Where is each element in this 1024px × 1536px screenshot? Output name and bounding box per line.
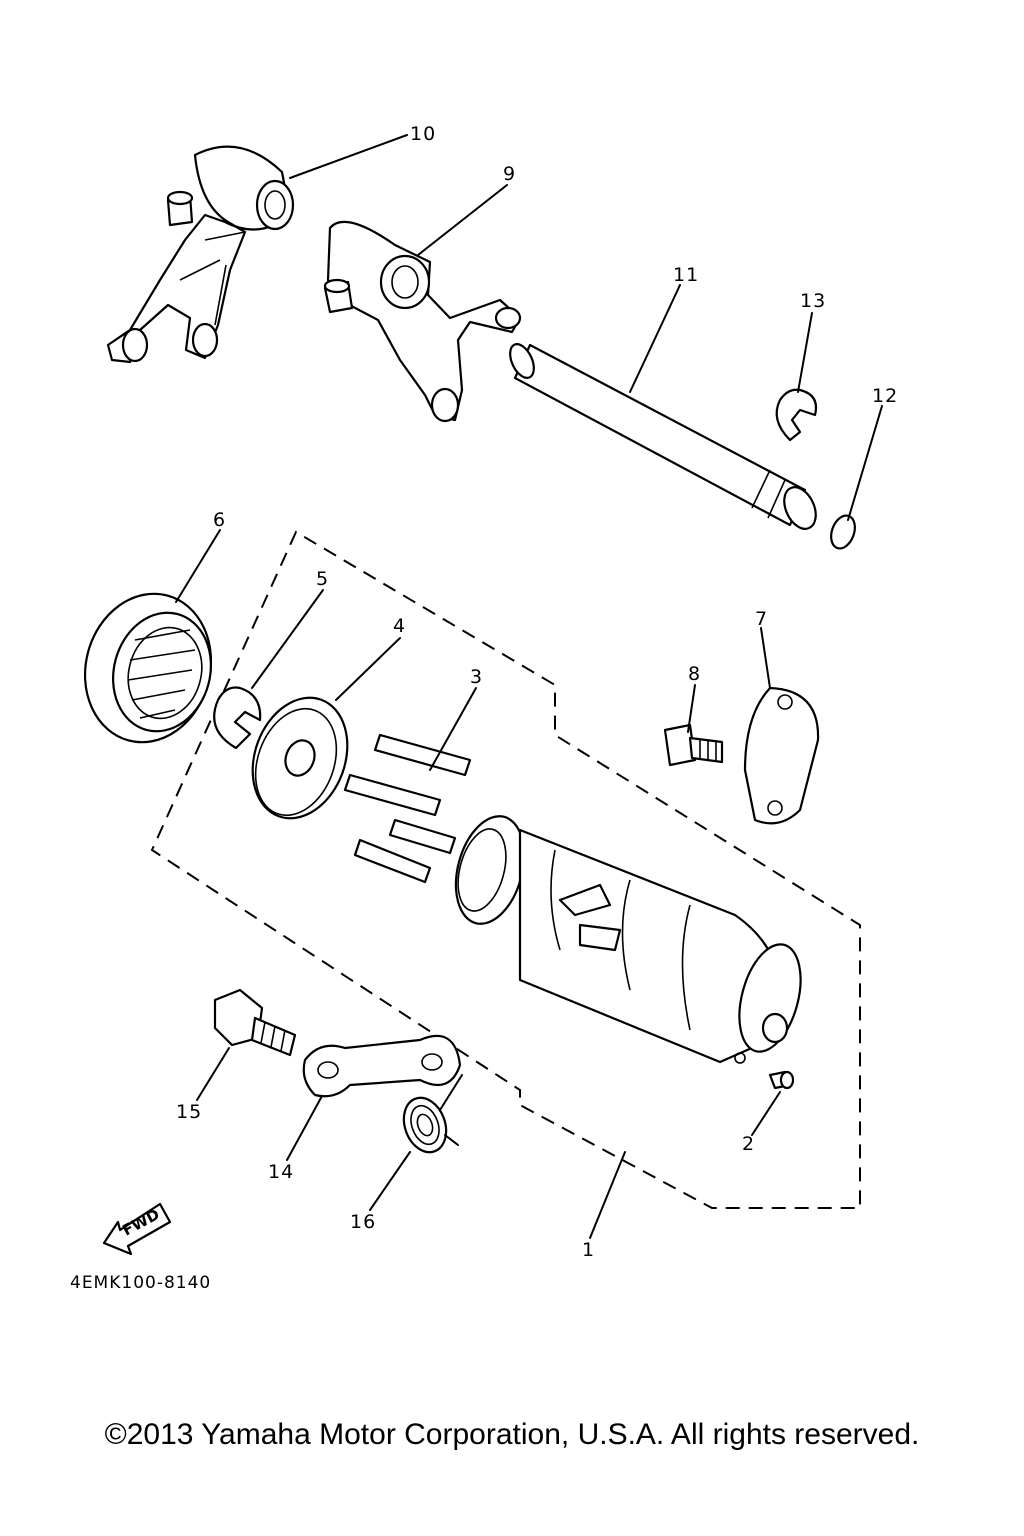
drawing-code: 4EMK100-8140 bbox=[70, 1273, 211, 1293]
copyright-notice: ©2013 Yamaha Motor Corporation, U.S.A. A… bbox=[104, 1418, 920, 1451]
callout-12: 12 bbox=[872, 385, 898, 407]
callout-4: 4 bbox=[393, 615, 406, 637]
callout-8: 8 bbox=[688, 663, 701, 685]
callout-14: 14 bbox=[268, 1161, 294, 1183]
part-15-bolt bbox=[213, 988, 297, 1057]
callout-7: 7 bbox=[755, 608, 768, 630]
part-10-shift-fork bbox=[106, 145, 295, 364]
part-1-shift-drum bbox=[454, 815, 802, 1064]
part-14-stopper-lever bbox=[302, 1034, 462, 1098]
part-7-segment bbox=[743, 686, 820, 825]
fwd-arrow-icon: FWD bbox=[102, 1202, 172, 1256]
part-2-pin bbox=[768, 1070, 795, 1090]
part-13-circlip bbox=[775, 388, 818, 442]
part-5-circlip bbox=[213, 686, 262, 750]
callout-15: 15 bbox=[176, 1101, 202, 1123]
callout-1: 1 bbox=[582, 1239, 595, 1261]
callout-6: 6 bbox=[213, 509, 226, 531]
part-8-screw bbox=[663, 723, 724, 767]
callout-2: 2 bbox=[742, 1133, 755, 1155]
callout-5: 5 bbox=[316, 568, 329, 590]
callout-16: 16 bbox=[350, 1211, 376, 1233]
part-6-bearing bbox=[83, 592, 213, 744]
callout-labels: 10 9 11 13 12 6 5 4 3 7 8 15 14 16 2 1 bbox=[176, 123, 898, 1261]
callout-13: 13 bbox=[800, 290, 826, 312]
part-11-guide-bar bbox=[509, 343, 817, 530]
callout-3: 3 bbox=[470, 666, 483, 688]
part-12-o-ring bbox=[830, 514, 856, 550]
part-3-pins bbox=[343, 733, 472, 884]
part-9-shift-fork bbox=[323, 220, 522, 423]
part-4-washer bbox=[251, 696, 349, 820]
leader-lines bbox=[175, 134, 883, 1239]
callout-11: 11 bbox=[673, 264, 699, 286]
callout-9: 9 bbox=[503, 163, 516, 185]
callout-10: 10 bbox=[410, 123, 436, 145]
part-16-torsion-spring bbox=[402, 1074, 463, 1154]
